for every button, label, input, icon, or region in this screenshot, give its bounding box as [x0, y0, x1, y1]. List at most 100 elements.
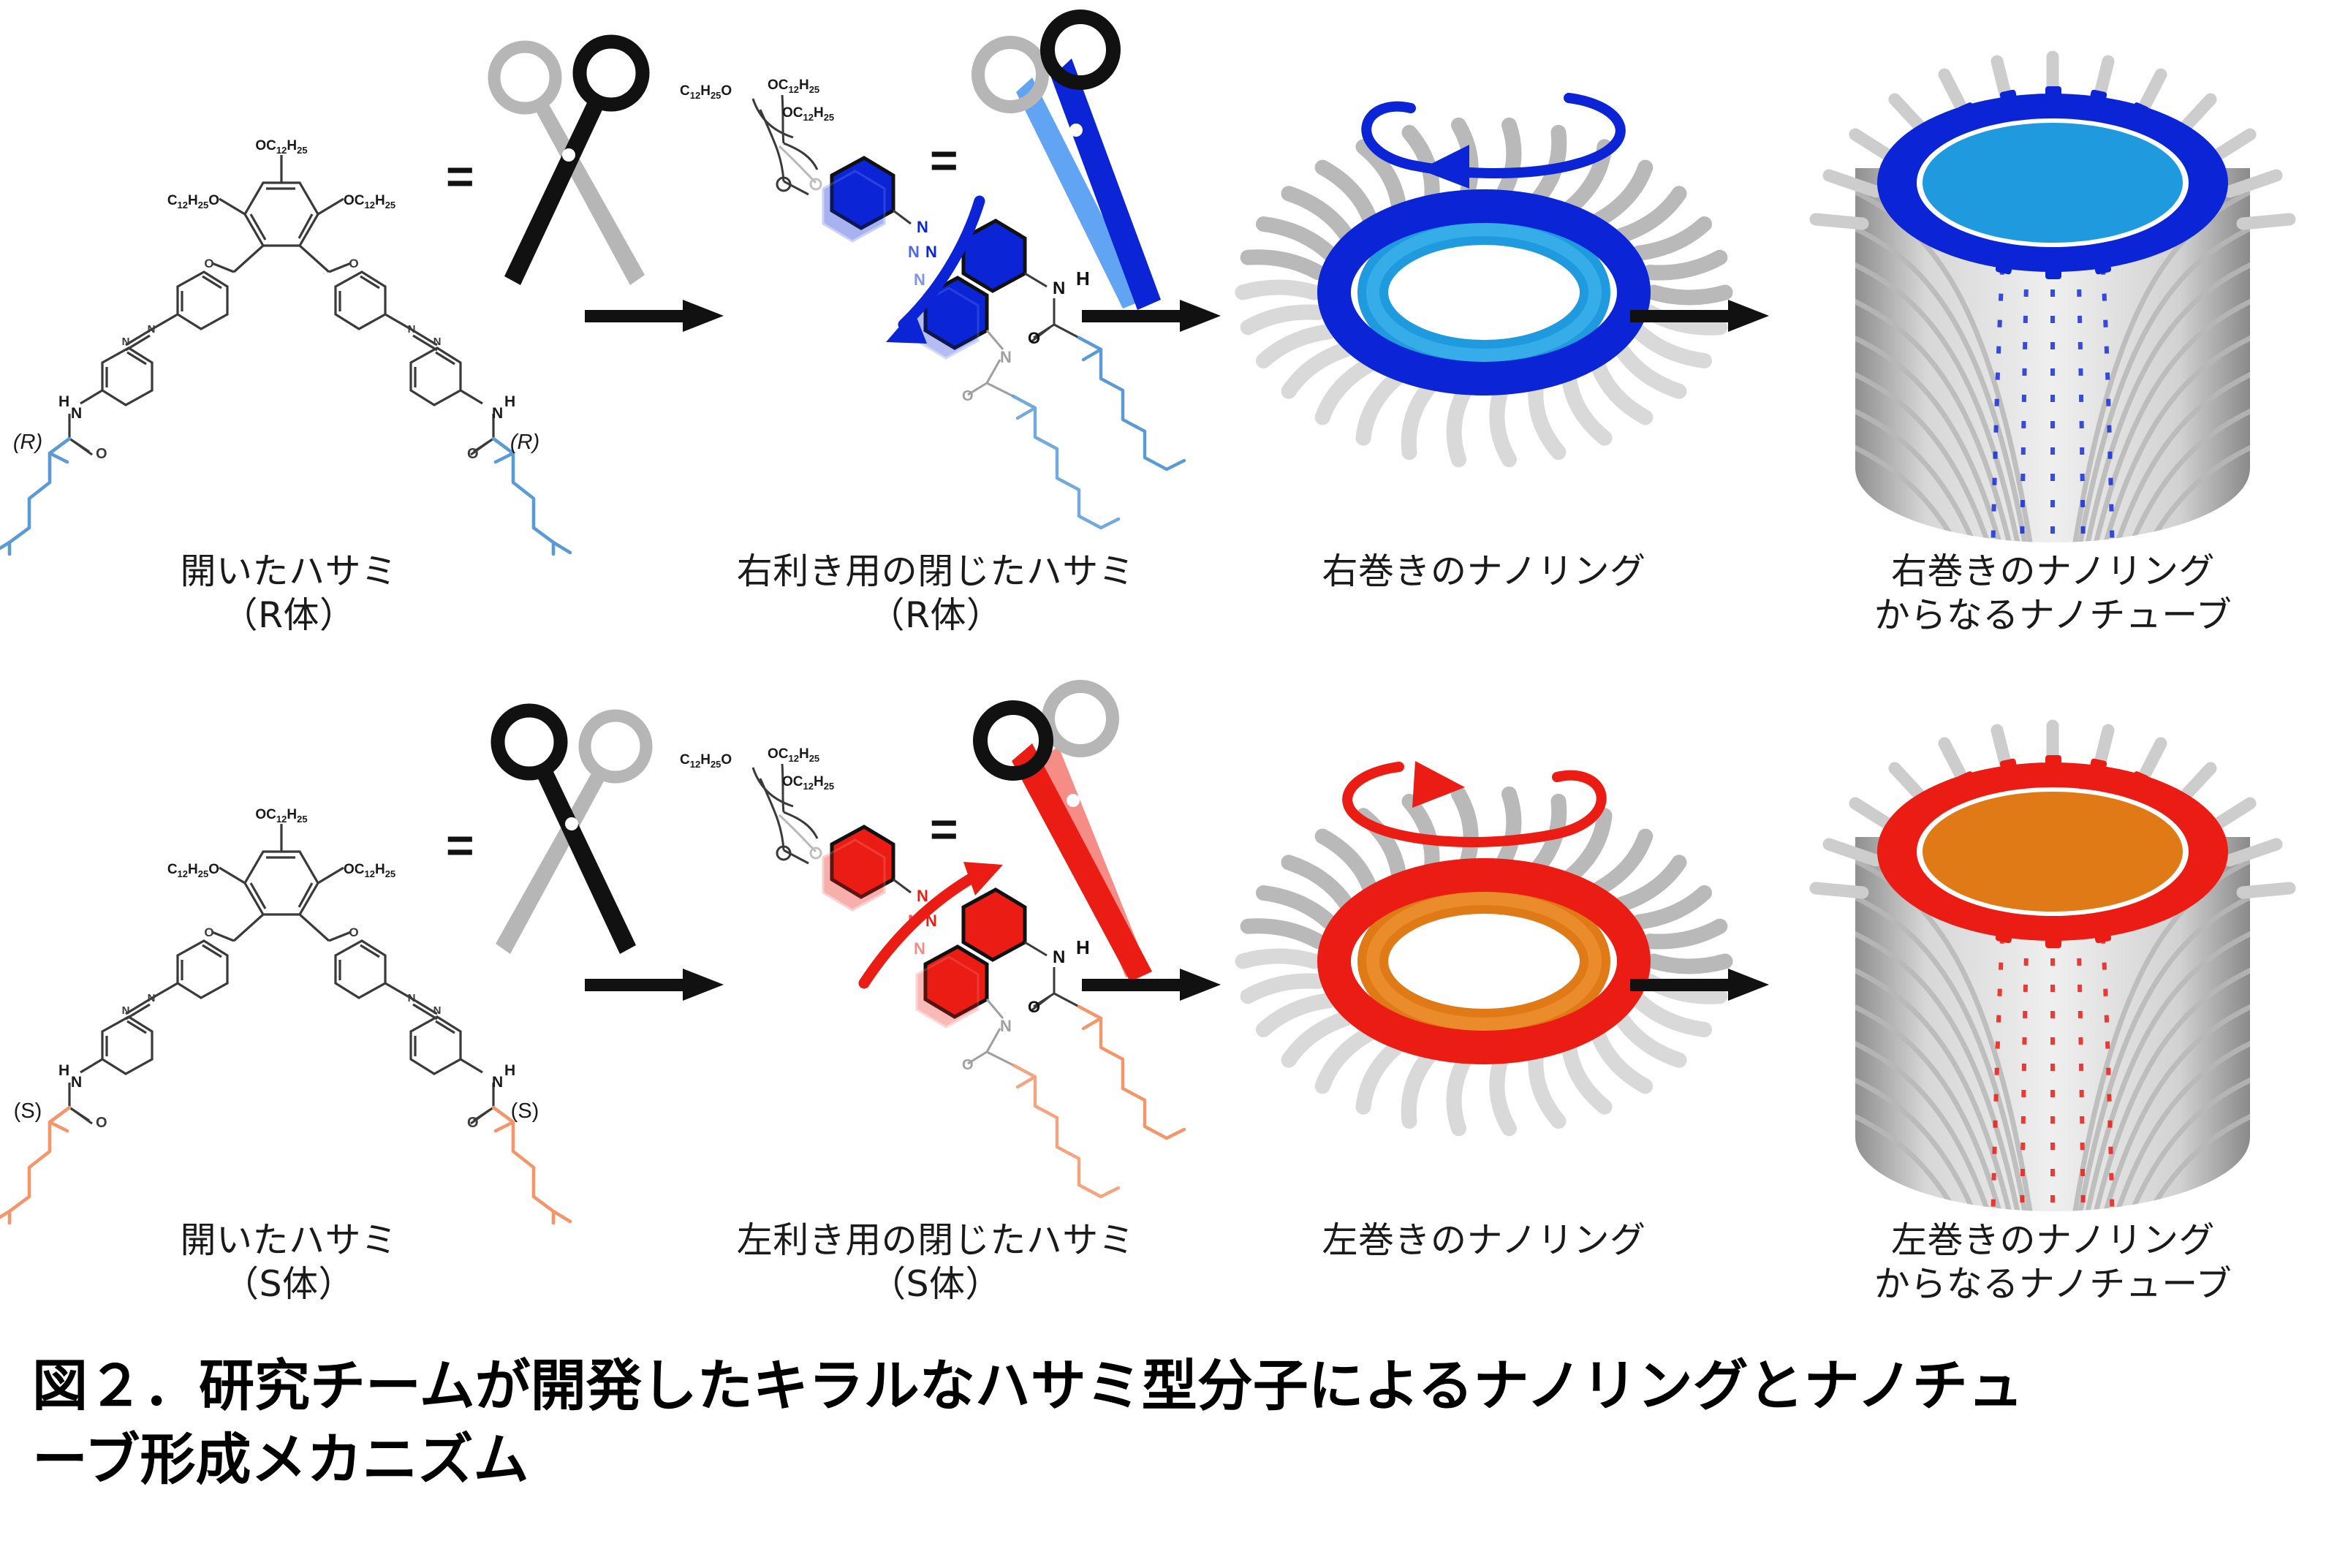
- panel-label-8: 左巻きのナノリングからなるナノチューブ: [1874, 1219, 2232, 1305]
- svg-text:N: N: [917, 218, 928, 236]
- equals-sign-1: =: [446, 149, 474, 203]
- process-arrow-5: [1082, 961, 1221, 1008]
- svg-text:H: H: [58, 1062, 69, 1079]
- stereo-label-left: (R): [13, 431, 42, 454]
- svg-text:N: N: [71, 405, 82, 422]
- panel-label-1: 開いたハサミ（R体）: [180, 550, 398, 636]
- nanotube-texture-s: [1855, 849, 2250, 1211]
- scissors-pivot-s: [565, 817, 578, 830]
- closed-scissors-molecule-r-art: N N N N: [673, 0, 1199, 556]
- closed-scissors-icon-r: [965, 7, 1184, 329]
- nanotube-r-art: [1769, 0, 2337, 556]
- alkyl-chain: [1240, 918, 1326, 950]
- alkyl-chain: [1493, 117, 1522, 205]
- scissors-pivot: [562, 148, 575, 162]
- svg-text:O: O: [467, 1115, 479, 1131]
- svg-text:N: N: [433, 336, 442, 348]
- svg-text:O: O: [467, 446, 479, 462]
- open-scissors-molecule-r-art: C12H25O OC12H25 OC12H25 O O N N N N H N …: [0, 0, 577, 556]
- alkyl-chain: [1314, 828, 1379, 898]
- alkyl-chain: [1446, 1049, 1474, 1137]
- svg-text:O: O: [962, 388, 974, 404]
- svg-text:N: N: [492, 405, 503, 422]
- rotation-arrow-s: [1342, 761, 1607, 847]
- panel-label-2: 右利き用の閉じたハサミ（R体）: [736, 550, 1135, 636]
- stereo-label-right: (R): [510, 431, 539, 454]
- alkyl-chain: [1281, 855, 1355, 912]
- process-arrow-1: [585, 292, 724, 339]
- scissors-ring-gray: [971, 36, 1049, 113]
- alkyl-chain: [1355, 368, 1407, 446]
- alkyl-chain: [1613, 341, 1687, 399]
- alkyl-chain: [1528, 376, 1567, 461]
- panel-label-7: 左巻きのナノリング: [1322, 1219, 1646, 1261]
- alkyl-chain: [1489, 380, 1517, 468]
- svg-text:N: N: [122, 336, 130, 348]
- alkyl-chain: [1451, 786, 1479, 874]
- panel-label-5: 開いたハサミ（S体）: [180, 1219, 398, 1305]
- alkyl-chain: [1314, 356, 1379, 425]
- figure-row-r: C12H25O OC12H25 OC12H25 O O N N N N H N …: [0, 0, 2337, 669]
- label-alkoxy-left: C12H25O: [167, 193, 219, 211]
- svg-text:O: O: [962, 1057, 974, 1073]
- nanotube-rim-teeth-s: [1920, 755, 2187, 948]
- svg-text:N: N: [492, 1074, 503, 1091]
- citronellyl-chain-b-s: [1011, 1063, 1121, 1199]
- svg-text:N: N: [1053, 279, 1065, 298]
- alkyl-chain: [1281, 186, 1355, 243]
- scissors-ring-black: [1040, 10, 1121, 90]
- figure-caption: 図２．研究チームが開発したキラルなハサミ型分子によるナノリングとナノチュ ーブ形…: [32, 1349, 2306, 1496]
- alkyl-chain: [1613, 186, 1687, 243]
- closed-scissors-molecule-s-art: N N N N: [673, 669, 1199, 1224]
- svg-text:N: N: [908, 243, 920, 261]
- nanotube-body-s: [1855, 837, 2250, 1211]
- svg-text:H: H: [1076, 268, 1090, 289]
- panel-nanotube-r: [1769, 0, 2337, 669]
- svg-text:N: N: [925, 243, 937, 261]
- alkyl-chain: [1613, 855, 1687, 912]
- alkyl-chain: [1589, 828, 1654, 898]
- alkyl-chain: [1281, 1010, 1355, 1068]
- svg-text:N: N: [433, 1004, 442, 1017]
- scissors-blade-black: [504, 34, 650, 285]
- alkyl-chain: [1240, 304, 1326, 336]
- alkyl-chain: [1645, 953, 1733, 974]
- molecule-skeleton-r: [68, 155, 495, 456]
- nanotube-lumen: [1923, 123, 2183, 243]
- label-alkoxy-left-2: C12H25O: [680, 83, 732, 101]
- equals-sign-3: =: [446, 818, 474, 872]
- alkyl-chain: [1451, 117, 1479, 205]
- process-arrow-2: [1082, 292, 1221, 339]
- nanotube-body: [1855, 168, 2250, 542]
- alkyl-chain: [1256, 885, 1337, 930]
- svg-text:H: H: [504, 393, 515, 410]
- alkyl-chain: [1589, 159, 1654, 229]
- alkyl-chain: [1256, 216, 1337, 261]
- scissors-ring-gray-s: [1042, 680, 1119, 757]
- svg-text:N: N: [408, 323, 416, 336]
- panel-open-scissors-r: C12H25O OC12H25 OC12H25 O O N N N N H N …: [0, 0, 650, 669]
- nanoring-r-art: [1228, 0, 1740, 556]
- equals-sign-2: =: [930, 133, 958, 187]
- scissors-blade-black-s: [490, 703, 636, 954]
- svg-text:N: N: [914, 939, 925, 958]
- alkyl-chain: [1589, 356, 1654, 425]
- citronellyl-chain-right-s: [491, 1105, 572, 1225]
- svg-text:N: N: [914, 270, 925, 289]
- nanotube-rim-teeth: [1920, 86, 2187, 279]
- alkyl-chain: [1401, 793, 1440, 877]
- svg-text:N: N: [1053, 947, 1065, 967]
- alkyl-chain: [1235, 279, 1322, 300]
- citronellyl-chain-a-s: [1077, 1004, 1186, 1140]
- scissors-blade-blue: [1051, 58, 1161, 310]
- process-arrow-3: [1630, 292, 1769, 339]
- figure-caption-line2: ーブ形成メカニズム: [32, 1427, 529, 1493]
- svg-text:O: O: [1028, 998, 1040, 1016]
- svg-text:H: H: [58, 393, 69, 410]
- panel-label-3: 右巻きのナノリング: [1322, 550, 1646, 592]
- svg-text:N: N: [408, 992, 416, 1004]
- process-arrow-6: [1630, 961, 1769, 1008]
- alkyl-chain: [1561, 808, 1613, 886]
- alkyl-chain: [1528, 1045, 1567, 1129]
- svg-text:N: N: [148, 323, 156, 336]
